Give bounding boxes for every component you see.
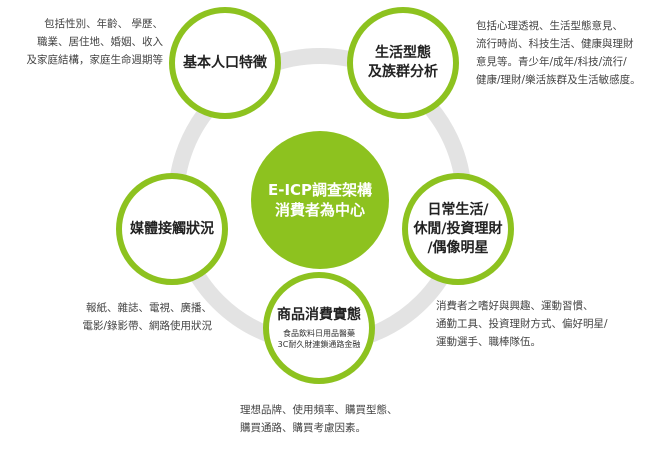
node-daily-life-title-3: /偶像明星 — [427, 239, 489, 256]
node-daily-life-title-2: 休閒/投資理財 — [413, 220, 503, 237]
node-lifestyle-title-1: 生活型態 — [375, 45, 431, 61]
note-daily-life: 消費者之嗜好與興趣、運動習慣、 通勤工具、投資理財方式、偏好明星/ 運動選手、職… — [436, 297, 608, 351]
note-lifestyle-line: 意見等。青少年/成年/科技/流行/ — [476, 56, 627, 68]
note-products: 理想品牌、使用頻率、購買型態、 購買通路、購買考慮因素。 — [240, 401, 398, 437]
note-lifestyle-line: 健康/理財/樂活族群及生活敏感度。 — [476, 74, 641, 86]
note-demographics: 包括性別、年齡、 學歷、 職業、居住地、婚姻、收入 及家庭結構，家庭生命週期等 — [27, 15, 164, 69]
note-demographics-line: 職業、居住地、婚姻、收入 — [37, 36, 163, 48]
node-daily-life: 日常生活/ 休閒/投資理財 /偶像明星 — [402, 173, 514, 285]
node-media: 媒體接觸狀況 — [116, 173, 228, 285]
node-lifestyle: 生活型態 及族群分析 — [347, 7, 459, 119]
node-demographics: 基本人口特徵 — [169, 7, 281, 119]
note-demographics-line: 及家庭結構，家庭生命週期等 — [26, 54, 164, 66]
center-subtitle: 消費者為中心 — [274, 201, 365, 219]
note-media: 報紙、雜誌、電視、廣播、 電影/錄影帶、網路使用狀況 — [82, 299, 212, 335]
note-daily-life-line: 運動選手、職棒隊伍。 — [436, 336, 541, 348]
node-products-sub-1: 食品飲料日用品醫藥 — [283, 329, 355, 338]
center-title: E-ICP調查架構 — [267, 181, 373, 199]
node-media-title: 媒體接觸狀況 — [130, 220, 214, 237]
note-media-line: 電影/錄影帶、網路使用狀況 — [82, 320, 212, 332]
center-hub: E-ICP調查架構 消費者為中心 — [251, 131, 389, 269]
note-products-line: 理想品牌、使用頻率、購買型態、 — [240, 404, 398, 416]
note-media-line: 報紙、雜誌、電視、廣播、 — [86, 302, 212, 314]
node-products-sub-2: 3C耐久財連鎖通路金融 — [277, 340, 361, 349]
note-daily-life-line: 通勤工具、投資理財方式、偏好明星/ — [436, 318, 608, 330]
note-demographics-line: 包括性別、年齡、 學歷、 — [44, 18, 163, 30]
note-lifestyle-line: 包括心理透視、生活型態意見、 — [476, 20, 623, 32]
node-daily-life-title-1: 日常生活/ — [427, 201, 489, 218]
note-daily-life-line: 消費者之嗜好與興趣、運動習慣、 — [436, 300, 594, 312]
node-products: 商品消費實態 食品飲料日用品醫藥 3C耐久財連鎖通路金融 — [263, 272, 375, 384]
note-lifestyle: 包括心理透視、生活型態意見、 流行時尚、科技生活、健康與理財 意見等。青少年/成… — [476, 17, 641, 89]
note-lifestyle-line: 流行時尚、科技生活、健康與理財 — [476, 38, 634, 50]
node-demographics-title: 基本人口特徵 — [183, 54, 267, 71]
node-lifestyle-title-2: 及族群分析 — [368, 64, 438, 80]
note-products-line: 購買通路、購買考慮因素。 — [240, 422, 366, 434]
node-products-title: 商品消費實態 — [277, 307, 361, 323]
